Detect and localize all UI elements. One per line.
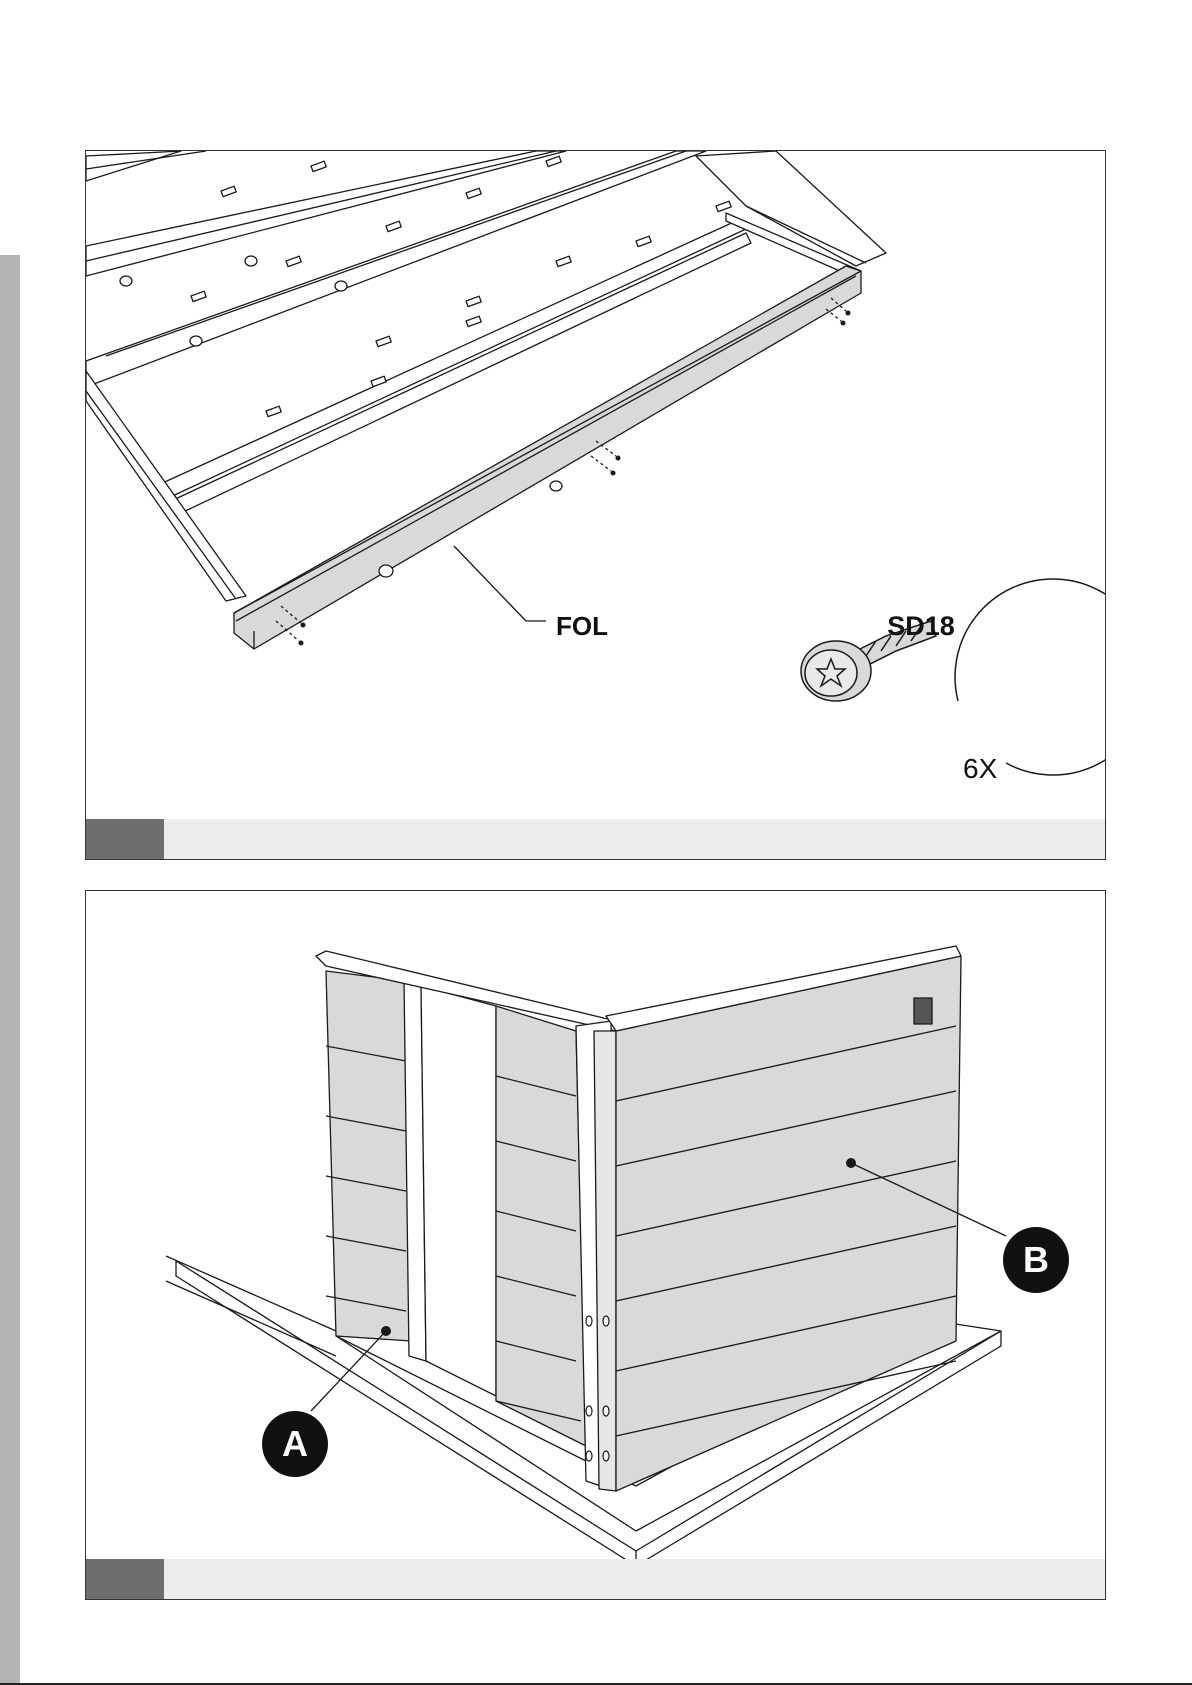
step-1-panel: FOL SD18 6X <box>85 150 1106 860</box>
wall-assembly-illustration <box>86 891 1106 1600</box>
fastener-quantity: 6X <box>963 753 997 785</box>
step-2-panel: A B <box>85 890 1106 1600</box>
panel-a-badge: A <box>262 1411 328 1477</box>
step-bar <box>86 819 1105 859</box>
fastener-code: SD18 <box>821 611 1021 642</box>
panel-b-badge: B <box>1003 1227 1069 1293</box>
part-label-fol: FOL <box>556 611 608 642</box>
step-bar <box>86 1559 1105 1599</box>
step-number-tab <box>86 819 164 859</box>
step-number-tab <box>86 1559 164 1599</box>
page-edge-bar <box>0 255 20 1685</box>
